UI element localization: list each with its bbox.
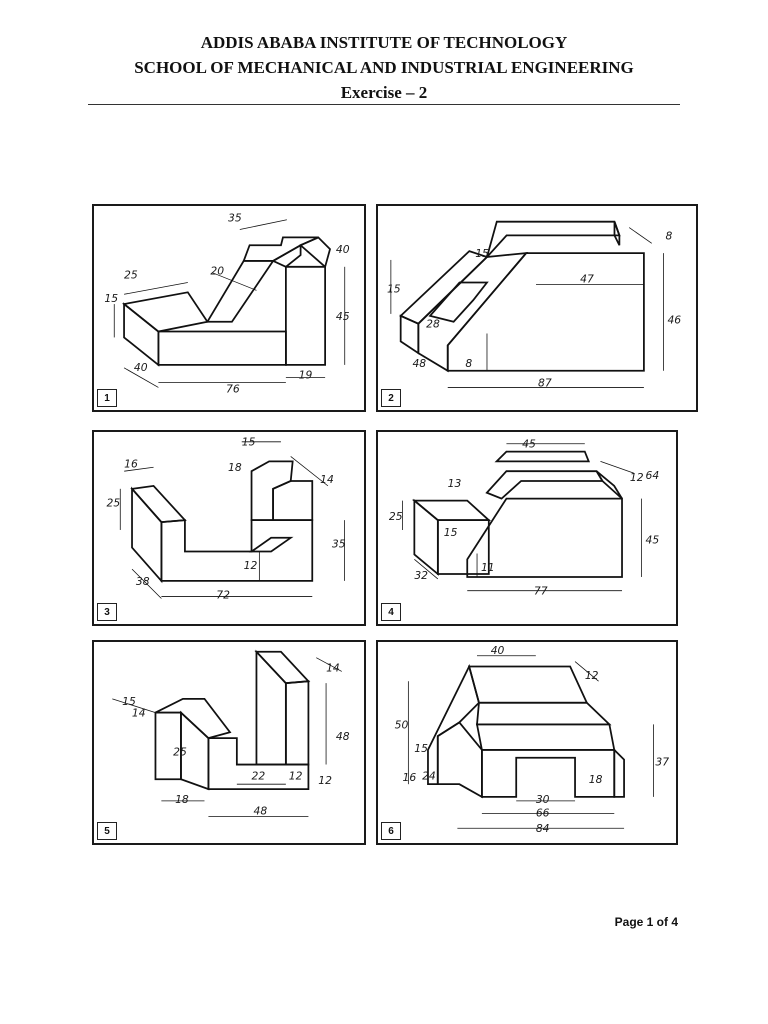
figure-1-dim-40b: 40 bbox=[134, 361, 148, 374]
figure-1-dim-20: 20 bbox=[210, 265, 224, 278]
figure-3-dim-16: 16 bbox=[124, 457, 138, 470]
figure-1-dim-25: 25 bbox=[124, 269, 138, 282]
figure-5-dim-48b: 48 bbox=[254, 805, 268, 818]
exercise-title: Exercise – 2 bbox=[340, 83, 428, 102]
figure-1-dim-76: 76 bbox=[226, 382, 240, 395]
figure-6-dim-50: 50 bbox=[395, 718, 409, 731]
school-name: SCHOOL OF MECHANICAL AND INDUSTRIAL ENGI… bbox=[134, 58, 634, 77]
page-number: Page 1 of 4 bbox=[614, 915, 678, 929]
header-rule bbox=[88, 104, 680, 105]
figure-2-dim-28: 28 bbox=[426, 318, 440, 331]
figure-1-dim-15: 15 bbox=[104, 292, 118, 305]
figure-1: 35 40 25 20 15 45 40 76 19 1 bbox=[92, 204, 366, 412]
figure-2-dim-8b: 8 bbox=[465, 357, 472, 370]
figure-4: 45 64 12 13 25 15 45 32 11 77 4 bbox=[376, 430, 678, 626]
figure-6-number: 6 bbox=[381, 822, 401, 840]
figure-2-dim-8: 8 bbox=[665, 229, 672, 242]
figure-5: 14 15 14 48 25 22 12 12 18 48 5 bbox=[92, 640, 366, 845]
figure-4-number: 4 bbox=[381, 603, 401, 621]
figure-2-dim-15b: 15 bbox=[387, 282, 401, 295]
figure-5-dim-12: 12 bbox=[289, 769, 303, 782]
figure-6-dim-66: 66 bbox=[536, 807, 550, 820]
figure-6-dim-18: 18 bbox=[589, 773, 603, 786]
figure-4-drawing: 45 64 12 13 25 15 45 32 11 77 bbox=[389, 438, 660, 598]
figure-2-dim-48: 48 bbox=[412, 357, 426, 370]
figure-5-dim-12b: 12 bbox=[318, 774, 332, 787]
figure-5-dim-18: 18 bbox=[175, 793, 189, 806]
document-header: ADDIS ABABA INSTITUTE OF TECHNOLOGY SCHO… bbox=[0, 30, 768, 105]
figure-5-dim-25: 25 bbox=[173, 746, 187, 759]
figure-4-dim-77: 77 bbox=[534, 585, 548, 598]
figure-1-dim-40: 40 bbox=[336, 243, 350, 256]
figure-2-dim-87: 87 bbox=[538, 376, 552, 389]
figure-1-dim-45: 45 bbox=[336, 310, 350, 323]
figure-6-dim-12: 12 bbox=[585, 669, 599, 682]
figure-2-drawing: 8 15 15 47 28 46 48 8 87 bbox=[387, 220, 681, 389]
figure-1-number: 1 bbox=[97, 389, 117, 407]
figure-3: 16 15 18 14 25 35 12 38 72 3 bbox=[92, 430, 366, 626]
figure-2-dim-47: 47 bbox=[580, 273, 594, 286]
institute-name: ADDIS ABABA INSTITUTE OF TECHNOLOGY bbox=[200, 33, 568, 52]
figure-4-dim-64: 64 bbox=[646, 469, 660, 482]
figure-5-drawing: 14 15 14 48 25 22 12 12 18 48 bbox=[112, 649, 350, 818]
figure-3-drawing: 16 15 18 14 25 35 12 38 72 bbox=[107, 436, 346, 602]
figure-2-number: 2 bbox=[381, 389, 401, 407]
figure-3-dim-14: 14 bbox=[320, 473, 334, 486]
figure-3-dim-25: 25 bbox=[107, 496, 121, 509]
figure-4-dim-15: 15 bbox=[444, 526, 458, 539]
figure-4-dim-45b: 45 bbox=[646, 534, 660, 547]
figure-4-dim-13: 13 bbox=[448, 477, 462, 490]
figure-5-dim-48: 48 bbox=[336, 730, 350, 743]
figure-5-dim-14b: 14 bbox=[132, 707, 146, 720]
figure-6-drawing: 40 12 50 15 16 24 37 18 30 66 84 bbox=[395, 644, 670, 835]
figure-6-dim-16: 16 bbox=[402, 771, 416, 784]
figure-4-dim-45: 45 bbox=[522, 438, 536, 451]
figure-3-number: 3 bbox=[97, 603, 117, 621]
figure-6-dim-40: 40 bbox=[491, 644, 505, 657]
figure-5-dim-22: 22 bbox=[252, 769, 266, 782]
figure-5-number: 5 bbox=[97, 822, 117, 840]
figure-1-drawing: 35 40 25 20 15 45 40 76 19 bbox=[104, 212, 350, 396]
figure-5-dim-15: 15 bbox=[122, 695, 136, 708]
figure-6-dim-15: 15 bbox=[414, 742, 428, 755]
figure-6-dim-24: 24 bbox=[422, 769, 436, 782]
figure-5-dim-14: 14 bbox=[326, 661, 340, 674]
figure-6: 40 12 50 15 16 24 37 18 30 66 84 6 bbox=[376, 640, 678, 845]
figure-2: 8 15 15 47 28 46 48 8 87 2 bbox=[376, 204, 698, 412]
figure-3-dim-12: 12 bbox=[244, 559, 258, 572]
figure-4-dim-12: 12 bbox=[630, 471, 644, 484]
figure-2-dim-46: 46 bbox=[667, 314, 681, 327]
figure-2-dim-15: 15 bbox=[475, 247, 489, 260]
figure-4-dim-11: 11 bbox=[481, 561, 495, 574]
figure-6-dim-30: 30 bbox=[536, 793, 550, 806]
figure-3-dim-15: 15 bbox=[242, 436, 256, 449]
figure-3-dim-35: 35 bbox=[332, 538, 346, 551]
figure-3-dim-18: 18 bbox=[228, 461, 242, 474]
figure-3-dim-72: 72 bbox=[216, 589, 230, 602]
figure-4-dim-25: 25 bbox=[389, 510, 403, 523]
figure-4-dim-32: 32 bbox=[414, 569, 428, 582]
figure-1-dim-35: 35 bbox=[228, 212, 242, 225]
figure-1-dim-19: 19 bbox=[299, 369, 313, 382]
figure-6-dim-37: 37 bbox=[655, 756, 669, 769]
figure-3-dim-38: 38 bbox=[136, 575, 150, 588]
figure-6-dim-84: 84 bbox=[536, 822, 550, 835]
